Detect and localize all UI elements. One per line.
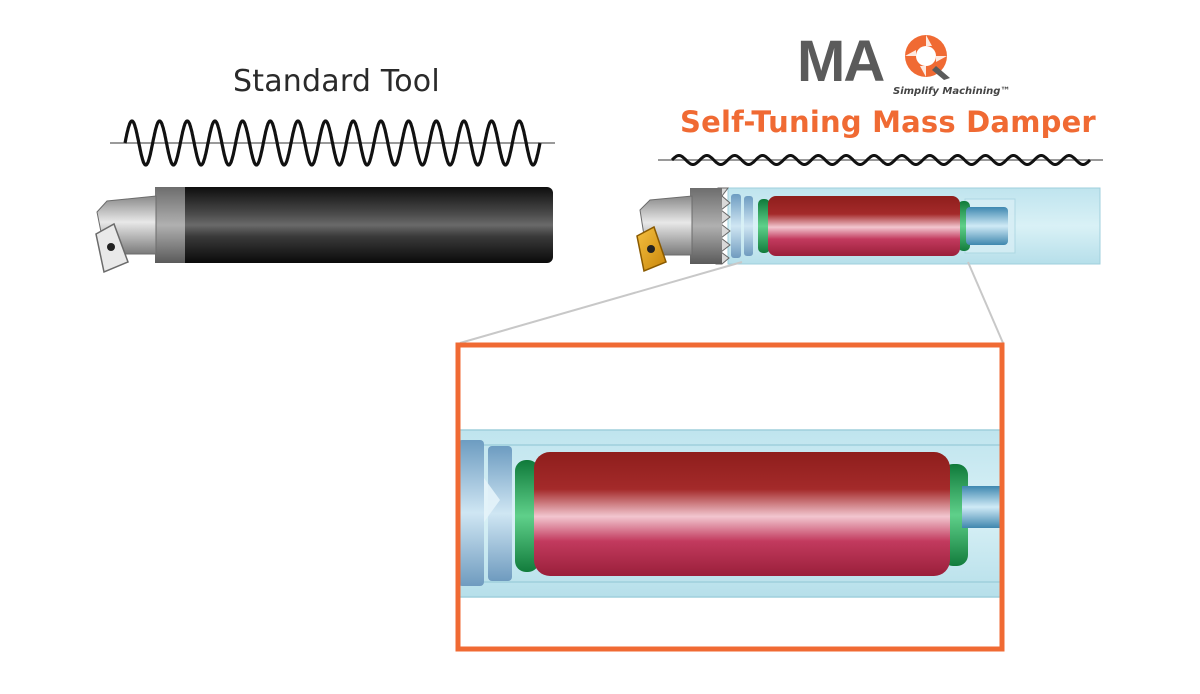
brand-tagline: Simplify Machining™ (893, 86, 1011, 97)
magnified-disk-back (458, 440, 484, 586)
magnified-disk-notch (484, 478, 500, 522)
damper-mass (768, 196, 960, 256)
damper-disk-front (744, 196, 753, 256)
standard-tool-collar (155, 187, 185, 263)
damper-ring-left (758, 199, 770, 253)
damper-disk-back (731, 194, 741, 258)
magnified-view (457, 345, 1003, 649)
standard-vibration-wave (123, 119, 542, 167)
standard-tool-group (95, 119, 555, 274)
zoom-line-right (967, 261, 1004, 344)
standard-tool-title: Standard Tool (233, 64, 440, 99)
damper-shaft (966, 207, 1008, 245)
damped-vibration-wave (670, 154, 1092, 166)
zoom-line-left (459, 261, 743, 344)
damped-tool-group (636, 154, 1103, 273)
magnified-disk-front (488, 446, 512, 581)
damper-title: Self-Tuning Mass Damper (680, 105, 1096, 139)
damped-tool-collar (690, 188, 722, 264)
q-aperture-icon (905, 35, 950, 80)
gold-insert-screw-icon (647, 245, 655, 253)
magnified-mass (534, 452, 950, 576)
standard-tool-bar (178, 187, 553, 263)
brand-logo-letters: MA (797, 29, 885, 94)
magnified-frame (455, 342, 1005, 652)
magnified-shaft (962, 486, 1002, 528)
magnified-ring-left (515, 460, 539, 572)
insert-screw-icon (107, 243, 115, 251)
